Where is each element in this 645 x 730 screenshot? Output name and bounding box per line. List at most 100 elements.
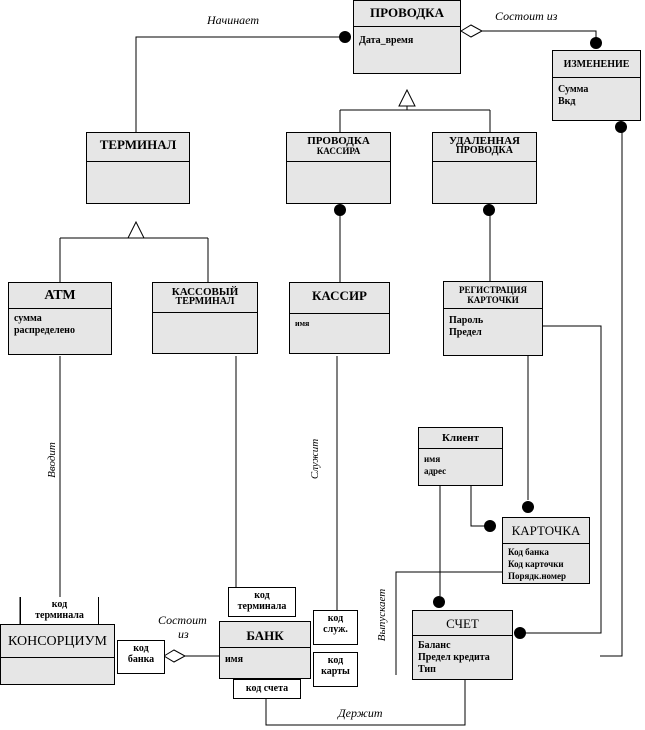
- class-schet-divider: [413, 635, 512, 636]
- assoc-sostoit-top: [482, 30, 597, 38]
- dot-kartochka-top: [522, 501, 534, 513]
- assoc-izm-schet: [600, 125, 623, 657]
- assoc-vypuskaet: [395, 571, 507, 675]
- class-bank[interactable]: БАНК имя: [219, 621, 311, 679]
- aggregation-diamond-bottom: [163, 649, 187, 663]
- class-provodka[interactable]: ПРОВОДКА Дата_время: [353, 0, 461, 74]
- class-provodka-kassira-title: ПРОВОДКА КАССИРА: [287, 133, 390, 157]
- attr: имя: [424, 454, 441, 464]
- qual-line: код: [254, 590, 270, 601]
- title-line: КАССОВЫЙ: [171, 286, 239, 298]
- attr: Дата_время: [359, 35, 414, 46]
- title-line: ПРОВОДКА: [456, 145, 513, 156]
- qualifier-kod-terminala-bank[interactable]: код терминала: [228, 587, 296, 617]
- qual-line: код: [327, 655, 344, 666]
- class-kassovy[interactable]: КАССОВЫЙ ТЕРМИНАЛ: [152, 282, 258, 354]
- class-izmenenie-title: ИЗМЕНЕНИЕ: [563, 59, 630, 70]
- class-kartochka-attrs: Код банка Код карточки Порядк.номер: [508, 546, 566, 582]
- class-kartochka[interactable]: КАРТОЧКА Код банка Код карточки Порядк.н…: [502, 517, 590, 584]
- attr: имя: [295, 319, 310, 328]
- class-terminal-divider: [87, 161, 189, 162]
- attr: распределено: [14, 325, 75, 336]
- dot-udalennaya: [483, 204, 495, 216]
- class-izmenenie[interactable]: ИЗМЕНЕНИЕ Сумма Вкд: [552, 50, 641, 121]
- qual-line: код счета: [245, 683, 289, 694]
- qual-line: код: [327, 613, 344, 624]
- class-atm[interactable]: АТМ сумма распределено: [8, 282, 112, 355]
- class-schet-attrs: Баланс Предел кредита Тип: [418, 640, 490, 676]
- assoc-nachinaet: [135, 36, 345, 132]
- qualifier-kod-karty[interactable]: код карты: [313, 652, 358, 687]
- assoc-derzhit: [265, 679, 466, 726]
- title-line: РЕГИСТРАЦИЯ: [458, 285, 528, 295]
- attr: Код карточки: [508, 559, 564, 569]
- attr: имя: [225, 654, 243, 665]
- class-udalennaya-title: УДАЛЕННАЯ ПРОВОДКА: [433, 133, 536, 156]
- class-terminal[interactable]: ТЕРМИНАЛ: [86, 132, 190, 204]
- qual-line: терминала: [237, 601, 287, 612]
- title-line: УДАЛЕННАЯ: [448, 135, 520, 147]
- attr: Тип: [418, 664, 436, 675]
- dot-provodka-nachinaet: [339, 31, 351, 43]
- class-bank-divider: [220, 647, 310, 648]
- dot-schet-right: [514, 627, 526, 639]
- attr: Порядк.номер: [508, 571, 567, 581]
- class-kassir-attrs: имя: [295, 318, 309, 330]
- class-registraciya-title: РЕГИСТРАЦИЯ КАРТОЧКИ: [444, 282, 542, 305]
- assoc-registr-schet: [520, 325, 602, 634]
- class-registraciya-attrs: Пароль Предел: [449, 315, 483, 339]
- aggregation-diamond-top: [460, 24, 484, 38]
- gen-triangle-terminal: [127, 220, 145, 239]
- class-kassovy-divider: [153, 312, 257, 313]
- class-kassir[interactable]: КАССИР имя: [289, 282, 390, 354]
- attr: Предел: [449, 327, 482, 338]
- class-izmenenie-attrs: Сумма Вкд: [558, 84, 588, 108]
- class-kassir-divider: [290, 313, 389, 314]
- class-provodka-divider: [354, 26, 460, 27]
- label-vvodit: Вводит: [46, 442, 58, 478]
- label-sostoit-iz-top: Состоит из: [495, 9, 558, 23]
- label-sluzhit: Служит: [309, 438, 321, 480]
- attr: Баланс: [418, 640, 451, 651]
- label-vypuskaet: Выпускает: [376, 588, 388, 642]
- class-atm-divider: [9, 308, 111, 309]
- dot-provodka-kassira: [334, 204, 346, 216]
- class-bank-attrs: имя: [225, 654, 243, 666]
- class-klient-attrs: имя адрес: [424, 453, 446, 477]
- class-atm-attrs: сумма распределено: [14, 313, 75, 337]
- class-registraciya[interactable]: РЕГИСТРАЦИЯ КАРТОЧКИ Пароль Предел: [443, 281, 543, 356]
- class-konsorcium-title: КОНСОРЦИУМ: [7, 634, 108, 649]
- class-klient[interactable]: Клиент имя адрес: [418, 427, 503, 486]
- title-line: ТЕРМИНАЛ: [175, 296, 235, 307]
- qualifier-kod-sluzh[interactable]: код служ.: [313, 610, 358, 645]
- class-schet[interactable]: СЧЕТ Баланс Предел кредита Тип: [412, 610, 513, 680]
- dot-kartochka-left: [484, 520, 496, 532]
- attr: Пароль: [449, 315, 484, 326]
- qual-line: код: [133, 643, 149, 654]
- attr: сумма: [14, 313, 42, 324]
- assoc-klient-kart: [470, 486, 484, 527]
- qual-line: код: [51, 599, 68, 610]
- attr: Вкд: [558, 96, 576, 107]
- qual-line: банка: [127, 654, 155, 665]
- title-line: ПРОВОДКА: [307, 135, 370, 147]
- class-provodka-title: ПРОВОДКА: [370, 5, 444, 20]
- qual-line: терминала: [35, 610, 84, 621]
- class-udalennaya[interactable]: УДАЛЕННАЯ ПРОВОДКА: [432, 132, 537, 204]
- qualifier-kod-terminala-konsorcium[interactable]: код терминала: [20, 597, 99, 625]
- class-udalennaya-divider: [433, 161, 536, 162]
- class-kartochka-divider: [503, 543, 589, 544]
- class-registraciya-divider: [444, 308, 542, 309]
- label-derzhit: Держит: [338, 706, 383, 720]
- class-konsorcium[interactable]: КОНСОРЦИУМ: [0, 624, 115, 685]
- qualifier-kod-banka[interactable]: код банка: [117, 640, 165, 674]
- qualifier-kod-scheta[interactable]: код счета: [233, 679, 301, 699]
- class-provodka-attrs: Дата_время: [359, 35, 413, 47]
- title-line: КАССИРА: [316, 146, 361, 156]
- attr: адрес: [424, 466, 447, 476]
- class-provodka-kassira[interactable]: ПРОВОДКА КАССИРА: [286, 132, 391, 204]
- dot-izmenenie-bottom: [615, 121, 627, 133]
- title-line: КАРТОЧКИ: [467, 295, 519, 305]
- class-bank-title: БАНК: [246, 628, 284, 643]
- class-provodka-kassira-divider: [287, 161, 390, 162]
